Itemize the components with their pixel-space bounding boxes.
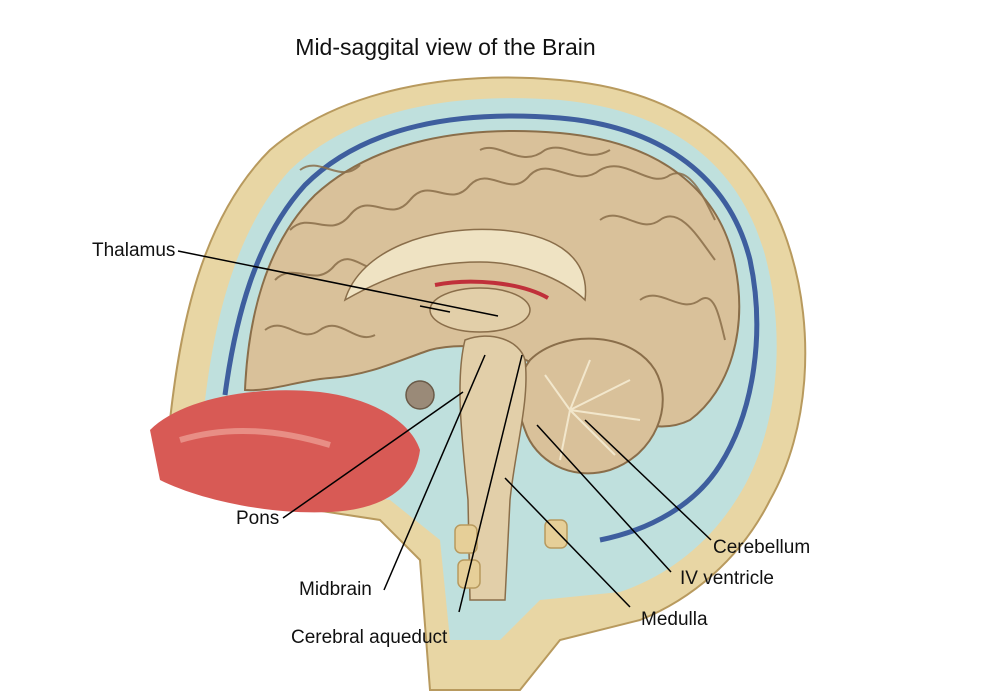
aqueduct-leader [458, 354, 523, 613]
gyri [264, 146, 726, 341]
label-cerebellum: Cerebellum [713, 537, 811, 558]
medulla-leader [504, 477, 631, 608]
leader-lines [177, 250, 712, 613]
pituitary [405, 380, 435, 410]
label-pons: Pons [236, 508, 280, 529]
label-medulla: Medulla [641, 609, 708, 630]
vertebrae [454, 519, 568, 589]
dura-mater [222, 113, 760, 543]
midbrain-leader [383, 354, 486, 591]
label-cerebral-aqueduct: Cerebral aqueduct [291, 627, 448, 648]
label-midbrain: Midbrain [299, 579, 372, 600]
thalamus-region [429, 287, 531, 333]
thalamus-leader-short [419, 305, 451, 313]
nasal-cavity [150, 390, 420, 513]
ivventricle-leader [536, 424, 672, 573]
cerebellum-leader [584, 419, 712, 541]
pons-leader [282, 391, 464, 519]
thalamus-leader [177, 250, 499, 317]
label-thalamus: Thalamus [92, 240, 176, 261]
label-iv-ventricle: IV ventricle [680, 568, 774, 589]
corpus-callosum [343, 228, 587, 302]
page-title: Mid-saggital view of the Brain [295, 34, 596, 60]
